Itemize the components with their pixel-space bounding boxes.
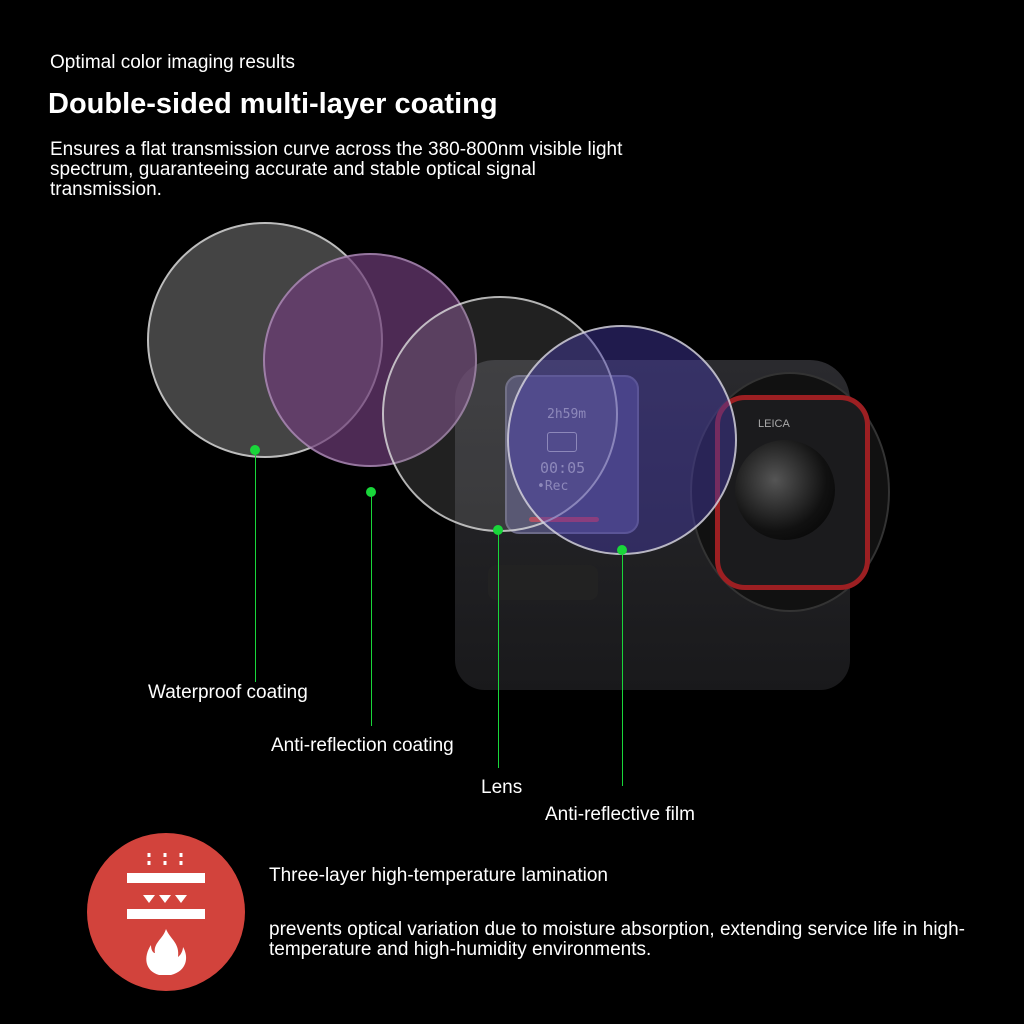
page-title: Double-sided multi-layer coating <box>48 88 498 120</box>
leader-line <box>498 530 499 768</box>
brand-logo: LEICA <box>758 418 790 430</box>
label-anti-reflection: Anti-reflection coating <box>271 735 454 756</box>
subtitle: Optimal color imaging results <box>50 52 295 73</box>
marker-dot <box>366 487 376 497</box>
lamination-heat-icon <box>87 833 245 991</box>
anti-reflective-film-layer <box>507 325 737 555</box>
leader-line <box>371 492 372 726</box>
description: Ensures a flat transmission curve across… <box>50 139 623 200</box>
lens-glass <box>735 440 835 540</box>
feature-title: Three-layer high-temperature lamination <box>269 865 608 886</box>
marker-dot <box>617 545 627 555</box>
leader-line <box>255 450 256 682</box>
label-waterproof: Waterproof coating <box>148 682 308 703</box>
label-lens: Lens <box>481 777 523 798</box>
camera-grip <box>488 565 598 600</box>
label-anti-reflective-film: Anti-reflective film <box>545 804 695 825</box>
marker-dot <box>493 525 503 535</box>
marker-dot <box>250 445 260 455</box>
leader-line <box>622 550 623 786</box>
feature-text: prevents optical variation due to moistu… <box>269 919 965 960</box>
